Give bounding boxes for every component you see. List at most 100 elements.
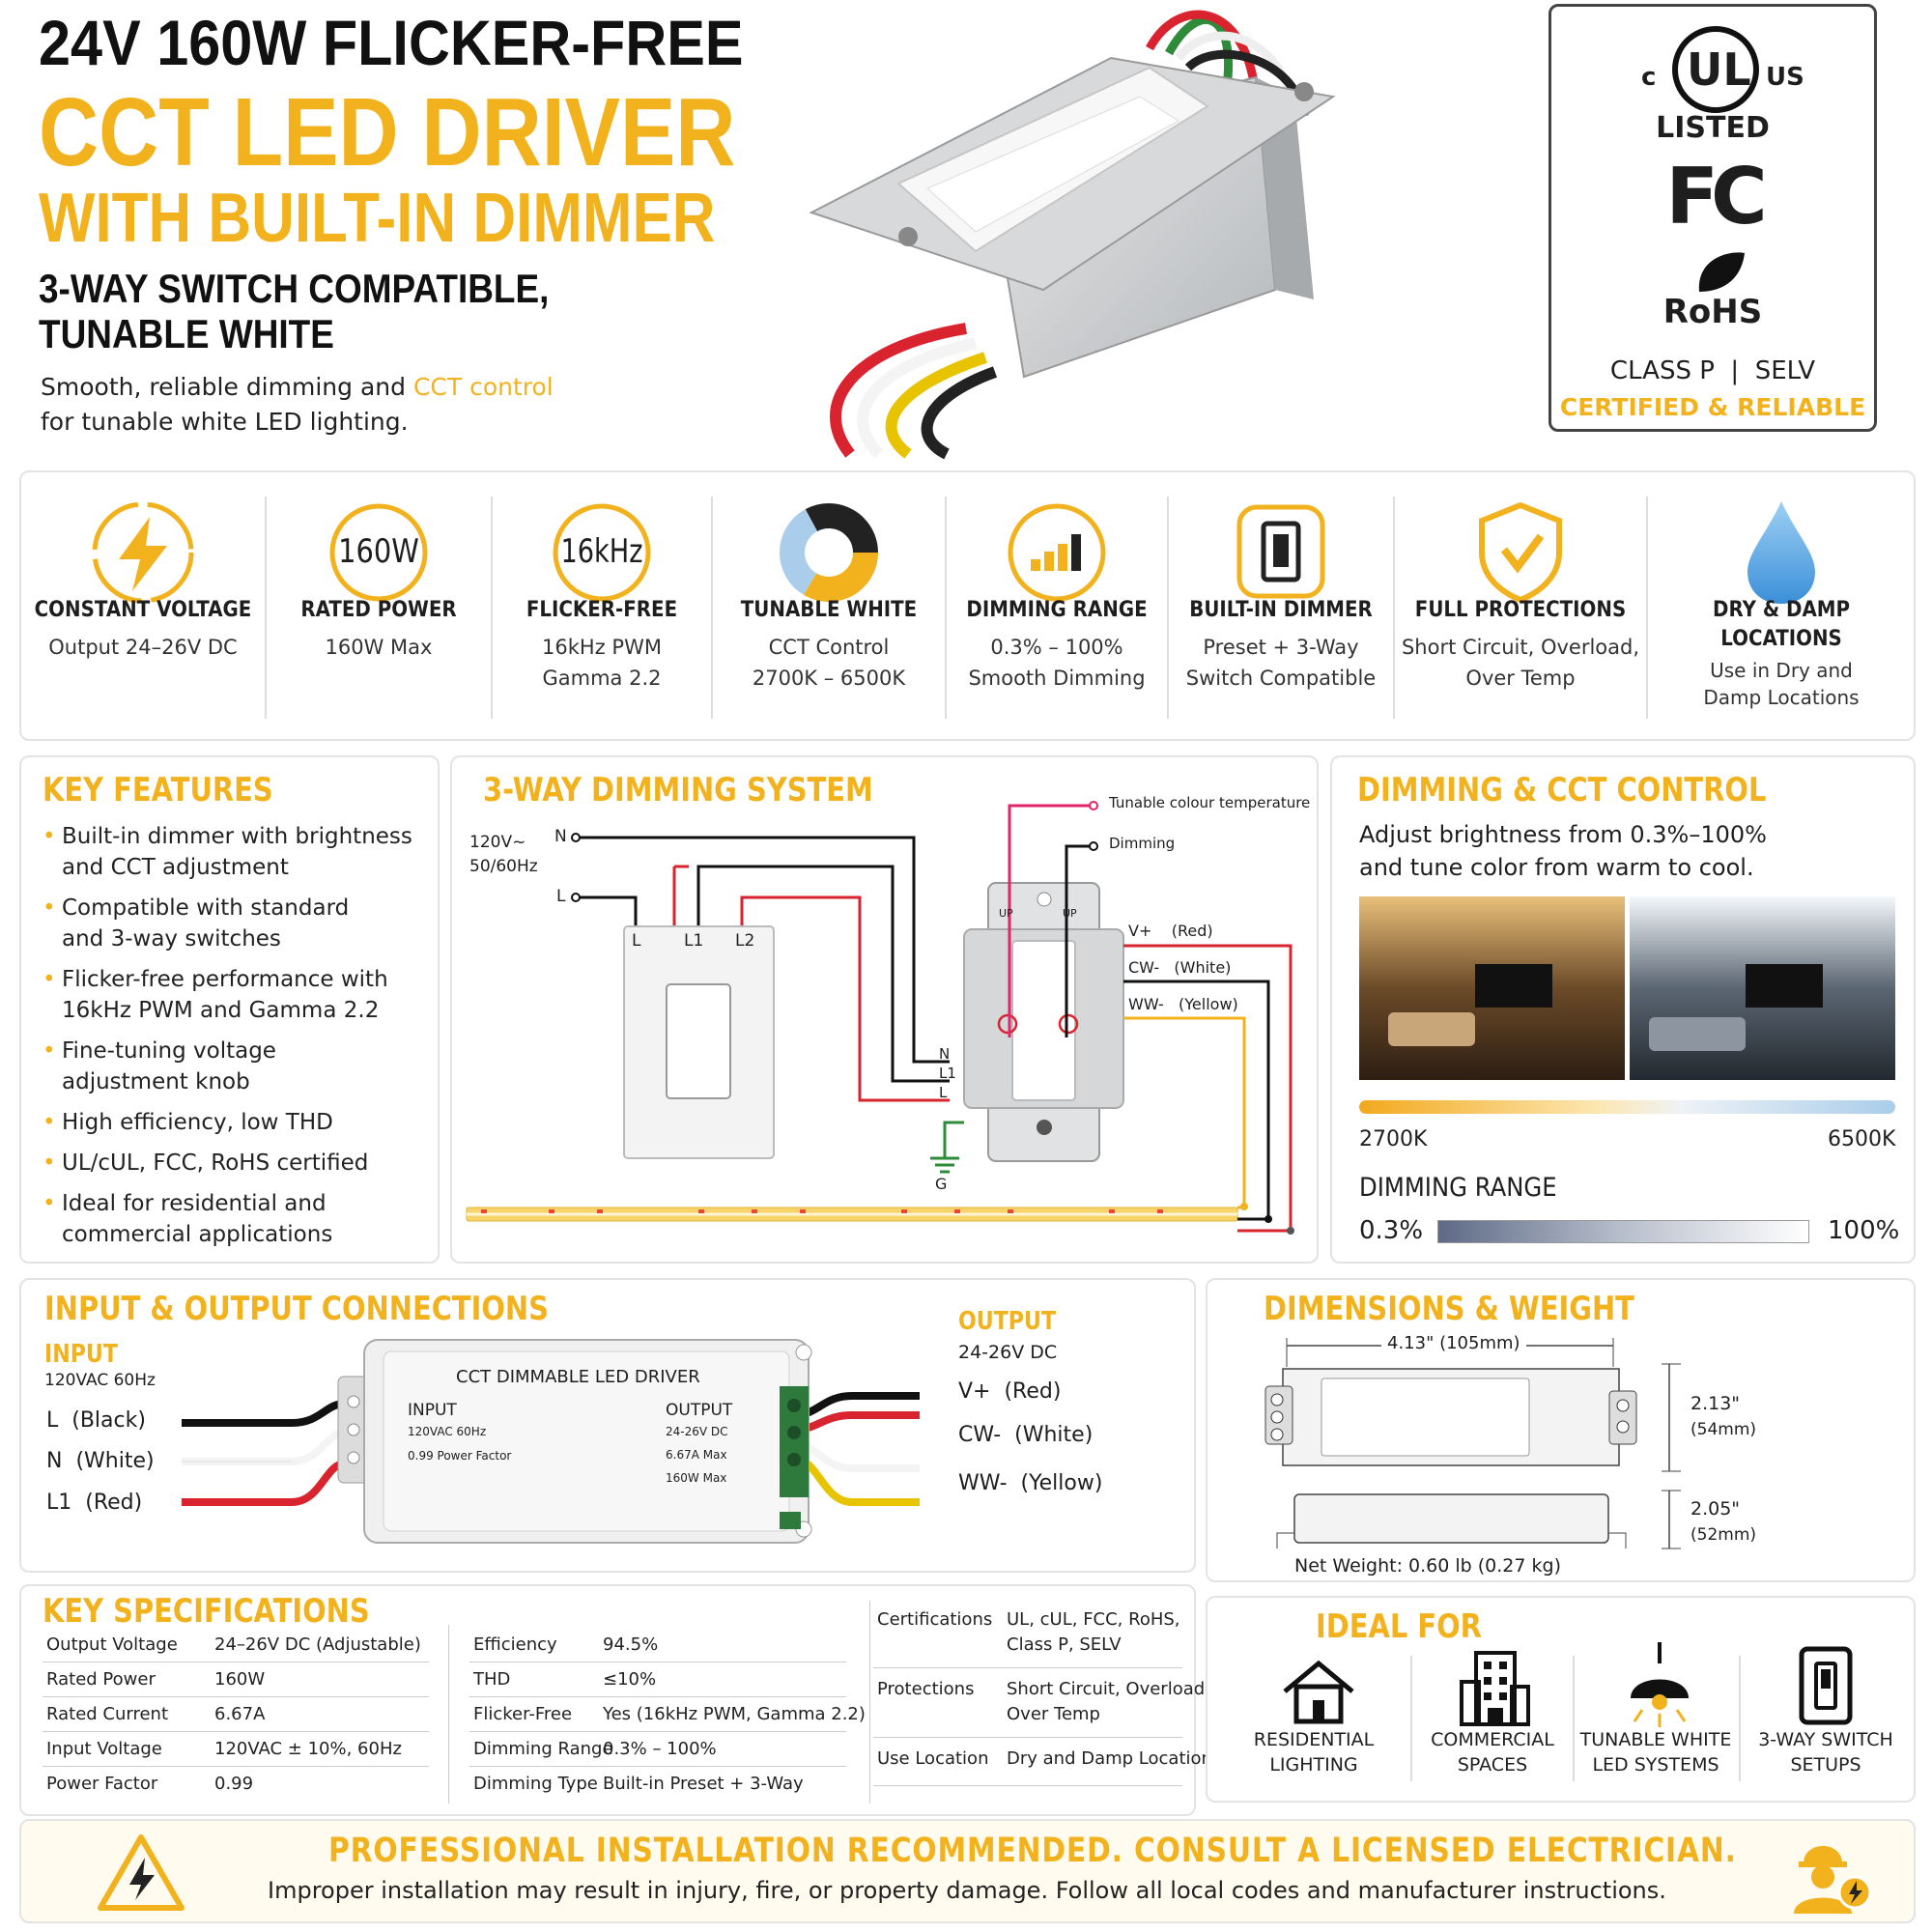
spec-label: Output Voltage [46,1634,178,1655]
output-vplus-label: V+ (Red) [958,1379,1062,1404]
dimming-knob-label: Dimming [1109,835,1176,852]
dimension-height-1-mm: (54mm) [1690,1420,1757,1439]
spec-value: 160W [214,1669,266,1690]
key-specs-title: KEY SPECIFICATIONS [43,1592,370,1631]
spec-value: ≤10% [603,1669,657,1690]
dimensions-panel: DIMENSIONS & WEIGHT 4.13" (105mm) 2.13" … [1206,1278,1916,1582]
feature-sub: Switch Compatible [1185,667,1377,690]
vplus-label: V+ (Red) [1128,922,1213,940]
key-feature-item: High efficiency, low THD [43,1107,333,1138]
output-ww-label: WW- (Yellow) [958,1471,1103,1495]
supply-voltage: 120V~ [469,833,526,852]
spec-label: Certifications [877,1609,993,1630]
feature-sub: Preset + 3-Way [1203,636,1359,659]
output-title: OUTPUT [958,1307,1057,1336]
key-feature-line: Fine-tuning voltage [62,1038,276,1064]
dimmer-product-image [809,10,1336,460]
spec-divider [43,1731,429,1732]
key-feature-line: Flicker-free performance with [62,967,388,992]
dimming-cct-title: DIMMING & CCT CONTROL [1357,771,1767,810]
spec-divider [873,1667,1182,1668]
spec-label: THD [473,1669,511,1690]
dimming-cct-desc-2: and tune color from warm to cool. [1359,854,1754,881]
ideal-residential-1: RESIDENTIAL [1253,1729,1375,1750]
spec-label: Use Location [877,1748,989,1769]
spec-value: 94.5% [603,1634,659,1655]
output-cw-label: CW- (White) [958,1423,1094,1447]
feature-sub: Use in Dry and [1710,659,1853,682]
spec-value-2: Over Temp [1007,1704,1100,1724]
cct-ring-icon [780,503,878,602]
feature-full-protections: FULL PROTECTIONS Short Circuit, Overload… [1395,482,1646,733]
input-l1-label: L1 (Red) [46,1491,143,1515]
headline-line2: CCT LED DRIVER [39,78,736,186]
ideal-for-title: IDEAL FOR [1316,1607,1482,1646]
vplus-text: V+ [1128,922,1152,940]
spec-divider [43,1696,429,1697]
certification-box: c UL US LISTED FC RoHS CLASS P | SELV CE… [1548,4,1877,432]
feature-flicker-free: 16kHz FLICKER-FREE 16kHz PWM Gamma 2.2 [493,482,711,733]
io-panel: INPUT & OUTPUT CONNECTIONS INPUT 120VAC … [19,1278,1196,1573]
feature-dry-damp: DRY & DAMP LOCATIONS Use in Dry and Damp… [1648,482,1915,733]
ideal-commercial-1: COMMERCIAL [1431,1729,1554,1750]
ideal-tunable-2: LED SYSTEMS [1592,1754,1719,1776]
input-l-label: L (Black) [46,1408,146,1433]
feature-title: RATED POWER [300,598,457,622]
key-feature-line: 16kHz PWM and Gamma 2.2 [62,998,380,1023]
ww-label: WW- (Yellow) [1128,995,1238,1013]
driver-label-output-2: 6.67A Max [666,1448,727,1462]
signal-bars-icon [1008,503,1106,602]
frequency-badge-text: 16kHz [560,532,643,571]
wiring-title: 3-WAY DIMMING SYSTEM [483,771,873,810]
spec-value: 0.99 [214,1774,254,1794]
feature-title-2: LOCATIONS [1720,627,1842,651]
feature-tunable-white: TUNABLE WHITE CCT Control 2700K – 6500K [713,482,945,733]
driver-label-output: OUTPUT [666,1401,733,1420]
switch-l2-label: L2 [735,931,755,951]
house-icon [1283,1660,1354,1724]
ideal-commercial-2: SPACES [1457,1754,1528,1776]
supply-l-label: L [556,887,566,906]
switch-l1-label: L1 [684,931,704,951]
warning-text: Improper installation may result in inju… [268,1877,1666,1904]
feature-sub: Output 24–26V DC [48,636,238,659]
spec-value: 120VAC ± 10%, 60Hz [214,1739,402,1759]
dimension-height-2-mm: (52mm) [1690,1525,1757,1545]
driver-label-output-1: 24-26V DC [666,1425,728,1438]
dimensions-title: DIMENSIONS & WEIGHT [1264,1290,1634,1328]
spec-divider [873,1785,1182,1786]
subheadline-1: 3-WAY SWITCH COMPATIBLE, [39,266,550,311]
header-description: Smooth, reliable dimming and CCT control [41,373,554,401]
key-feature-line: adjustment knob [62,1069,250,1094]
driver-label-input: INPUT [408,1401,457,1420]
spec-value: 0.3% – 100% [603,1739,717,1759]
spec-divider [469,1766,846,1767]
feature-title: BUILT-IN DIMMER [1189,598,1373,622]
spec-label: Protections [877,1679,975,1699]
water-drop-icon [1747,501,1815,604]
feature-sub: Gamma 2.2 [542,667,662,690]
key-feature-line: High efficiency, low THD [62,1110,333,1135]
dimming-range-title: DIMMING RANGE [1359,1173,1557,1203]
fcc-logo-icon: FC [1665,152,1767,242]
dimming-cct-desc-1: Adjust brightness from 0.3%–100% [1359,821,1767,848]
dimmer-up-label: UP [999,907,1013,920]
ideal-3way-1: 3-WAY SWITCH [1758,1729,1893,1750]
spec-divider [873,1737,1182,1738]
feature-sub: CCT Control [768,636,890,659]
ww-text: WW- [1128,995,1164,1013]
cct-gradient-bar [1359,1100,1895,1114]
shield-check-icon [1479,501,1562,604]
feature-title: FULL PROTECTIONS [1414,598,1627,622]
feature-title: TUNABLE WHITE [740,598,918,622]
spec-value-2: Class P, SELV [1007,1634,1122,1655]
desc-highlight: CCT control [412,373,554,401]
feature-sub: 160W Max [325,636,433,659]
spec-value: Short Circuit, Overload, [1007,1679,1210,1699]
key-feature-line: Compatible with standard [62,895,350,921]
driver-label-input-1: 120VAC 60Hz [408,1425,487,1438]
rohs-leaf-icon [1698,252,1745,292]
cert-c: c [1641,63,1657,92]
feature-sub: Over Temp [1465,667,1576,690]
